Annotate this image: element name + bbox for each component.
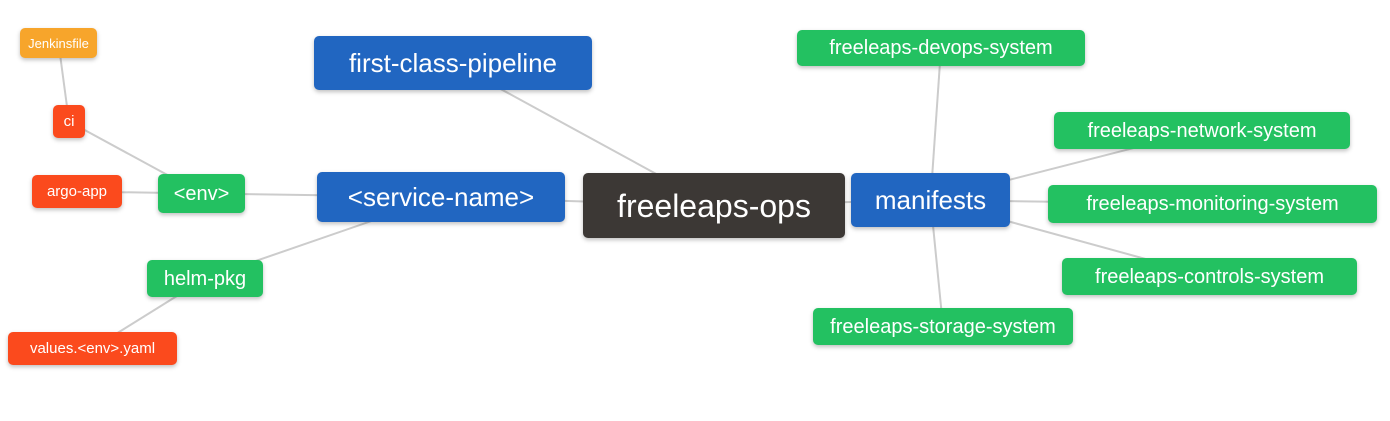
node-label: <env> [173,182,230,205]
node-label: freeleaps-monitoring-system [1086,193,1339,215]
node-freeleaps-monitoring-system[interactable]: freeleaps-monitoring-system [1048,185,1377,223]
node-env[interactable]: <env> [158,174,245,213]
node-label: Jenkinsfile [28,35,89,51]
node-label: argo-app [46,183,108,200]
node-ci[interactable]: ci [53,105,85,138]
node-values-env-yaml[interactable]: values.<env>.yaml [8,332,177,365]
node-label: values.<env>.yaml [29,340,156,357]
node-helm-pkg[interactable]: helm-pkg [147,260,263,297]
node-service-name[interactable]: <service-name> [317,172,565,222]
node-freeleaps-controls-system[interactable]: freeleaps-controls-system [1062,258,1357,295]
node-label: <service-name> [347,182,535,212]
node-label: freeleaps-devops-system [829,37,1053,59]
node-label: freeleaps-ops [617,187,811,224]
node-label: freeleaps-network-system [1087,119,1317,142]
node-first-class-pipeline[interactable]: first-class-pipeline [314,36,592,90]
node-freeleaps-devops-system[interactable]: freeleaps-devops-system [797,30,1085,66]
node-label: first-class-pipeline [348,48,558,78]
node-freeleaps-storage-system[interactable]: freeleaps-storage-system [813,308,1073,345]
node-argo-app[interactable]: argo-app [32,175,122,208]
node-label: manifests [874,185,987,215]
node-label: freeleaps-storage-system [830,315,1056,338]
node-label: ci [63,113,75,130]
node-freeleaps-network-system[interactable]: freeleaps-network-system [1054,112,1350,149]
node-jenkinsfile[interactable]: Jenkinsfile [20,28,97,58]
node-manifests[interactable]: manifests [851,173,1010,227]
node-label: freeleaps-controls-system [1095,265,1324,288]
node-freeleaps-ops[interactable]: freeleaps-ops [583,173,845,238]
node-label: helm-pkg [163,267,247,290]
